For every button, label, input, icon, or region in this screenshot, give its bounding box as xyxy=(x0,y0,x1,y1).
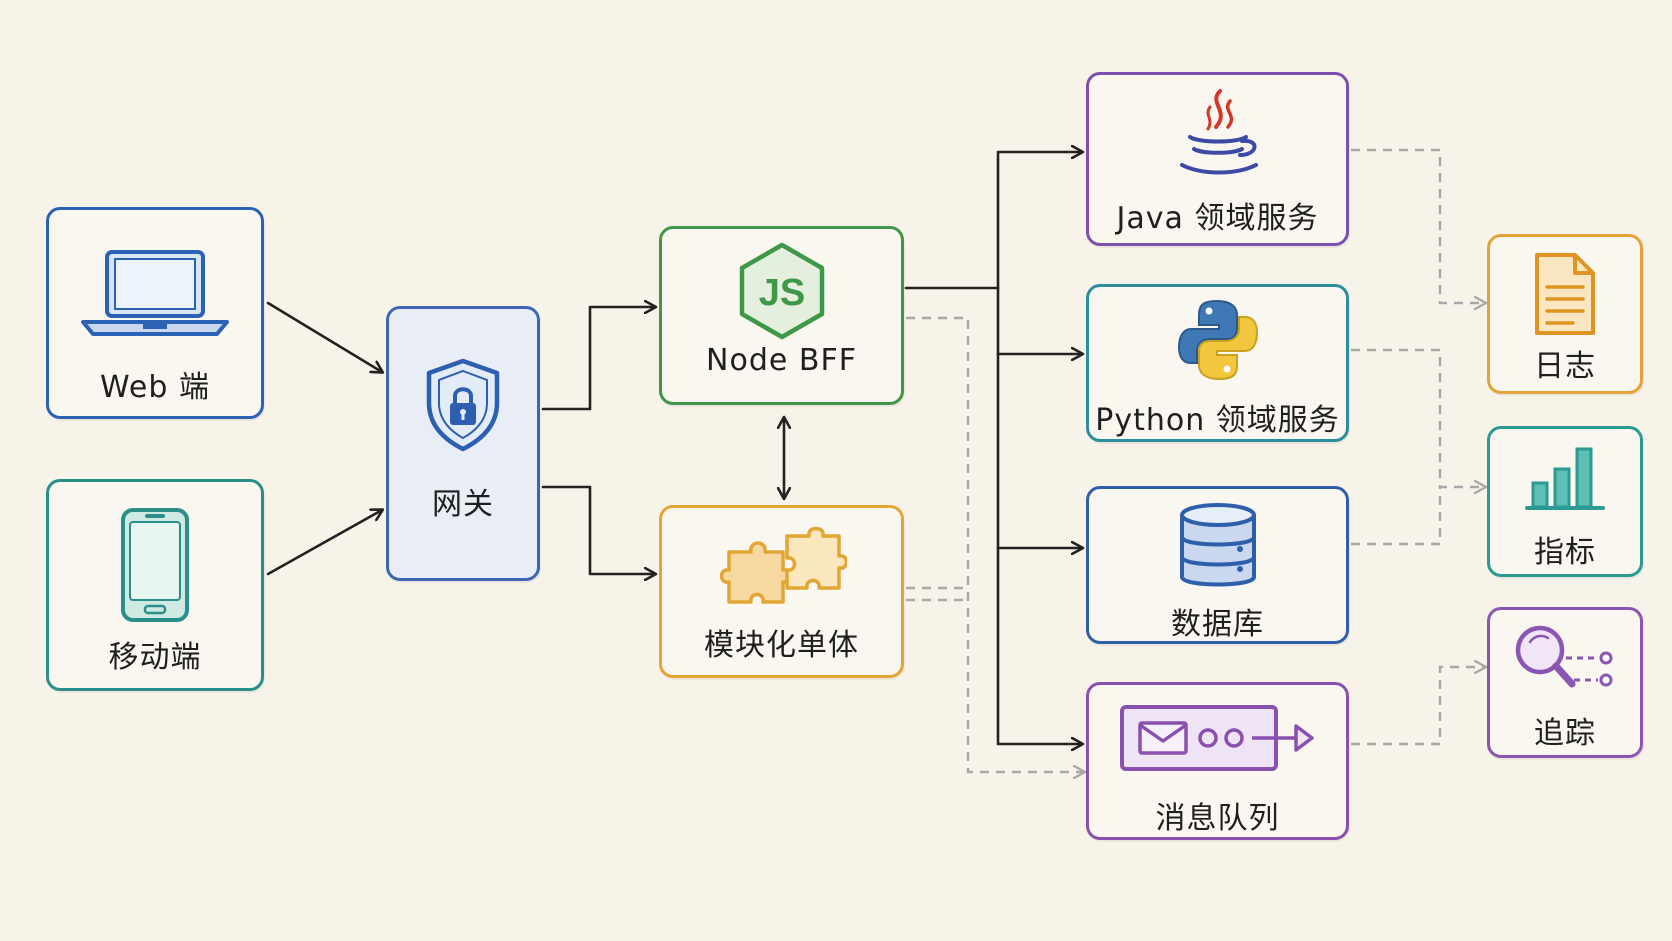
arrow-mobile-to-gateway xyxy=(266,510,382,576)
java-service-node[interactable]: Java 领域服务 xyxy=(1086,72,1349,246)
python-icon xyxy=(1089,295,1346,385)
metrics-node[interactable]: 指标 xyxy=(1487,426,1643,577)
modular-monolith-node[interactable]: 模块化单体 xyxy=(659,505,904,678)
tracing-label: 追踪 xyxy=(1534,716,1596,751)
bar-chart-icon xyxy=(1490,441,1640,511)
document-icon xyxy=(1490,251,1640,337)
logs-label: 日志 xyxy=(1534,349,1596,384)
metrics-label: 指标 xyxy=(1534,535,1596,570)
arrow-gateway-to-bff xyxy=(541,307,655,411)
web-client-node[interactable]: Web 端 xyxy=(46,207,264,419)
java-coffee-icon xyxy=(1089,87,1346,187)
dashed-arrow-python-to-metrics xyxy=(1351,348,1485,487)
database-icon xyxy=(1089,501,1346,593)
gateway-node[interactable]: 网关 xyxy=(386,306,540,581)
python-service-node[interactable]: Python 领域服务 xyxy=(1086,284,1349,442)
arrow-web-to-gateway xyxy=(266,301,382,372)
puzzle-icon xyxy=(662,522,901,614)
arrow-gateway-to-monolith xyxy=(541,485,655,574)
java-service-label: Java 领域服务 xyxy=(1116,201,1319,236)
logs-node[interactable]: 日志 xyxy=(1487,234,1643,394)
arrow-bff-to-queue xyxy=(996,546,1082,744)
message-queue-label: 消息队列 xyxy=(1155,801,1280,836)
node-bff-node[interactable]: JS Node BFF xyxy=(659,226,904,405)
dashed-arrow-bff-to-queue xyxy=(906,316,1084,772)
gateway-label: 网关 xyxy=(432,487,494,522)
nodejs-icon: JS xyxy=(662,241,901,341)
message-queue-icon xyxy=(1089,703,1346,773)
svg-text:JS: JS xyxy=(758,272,804,314)
shield-lock-icon xyxy=(389,357,537,453)
python-service-label: Python 领域服务 xyxy=(1095,403,1340,438)
modular-monolith-label: 模块化单体 xyxy=(704,628,859,663)
dashed-arrow-queue-to-trace xyxy=(1351,667,1485,746)
mobile-client-node[interactable]: 移动端 xyxy=(46,479,264,691)
database-label: 数据库 xyxy=(1171,607,1264,642)
message-queue-node[interactable]: 消息队列 xyxy=(1086,682,1349,840)
web-client-label: Web 端 xyxy=(100,370,210,405)
arrow-bff-to-python xyxy=(996,286,1082,354)
arrow-bff-to-database xyxy=(996,352,1082,548)
arrow-bff-to-java xyxy=(996,152,1082,290)
database-node[interactable]: 数据库 xyxy=(1086,486,1349,644)
dashed-arrow-java-to-logs xyxy=(1351,148,1485,303)
mobile-client-label: 移动端 xyxy=(108,640,202,675)
node-bff-label: Node BFF xyxy=(706,343,857,378)
dashed-arrow-db-to-metrics xyxy=(1351,487,1442,546)
smartphone-icon xyxy=(49,506,261,624)
laptop-icon xyxy=(49,240,261,340)
tracing-node[interactable]: 追踪 xyxy=(1487,607,1643,758)
magnifier-trace-icon xyxy=(1490,622,1640,698)
